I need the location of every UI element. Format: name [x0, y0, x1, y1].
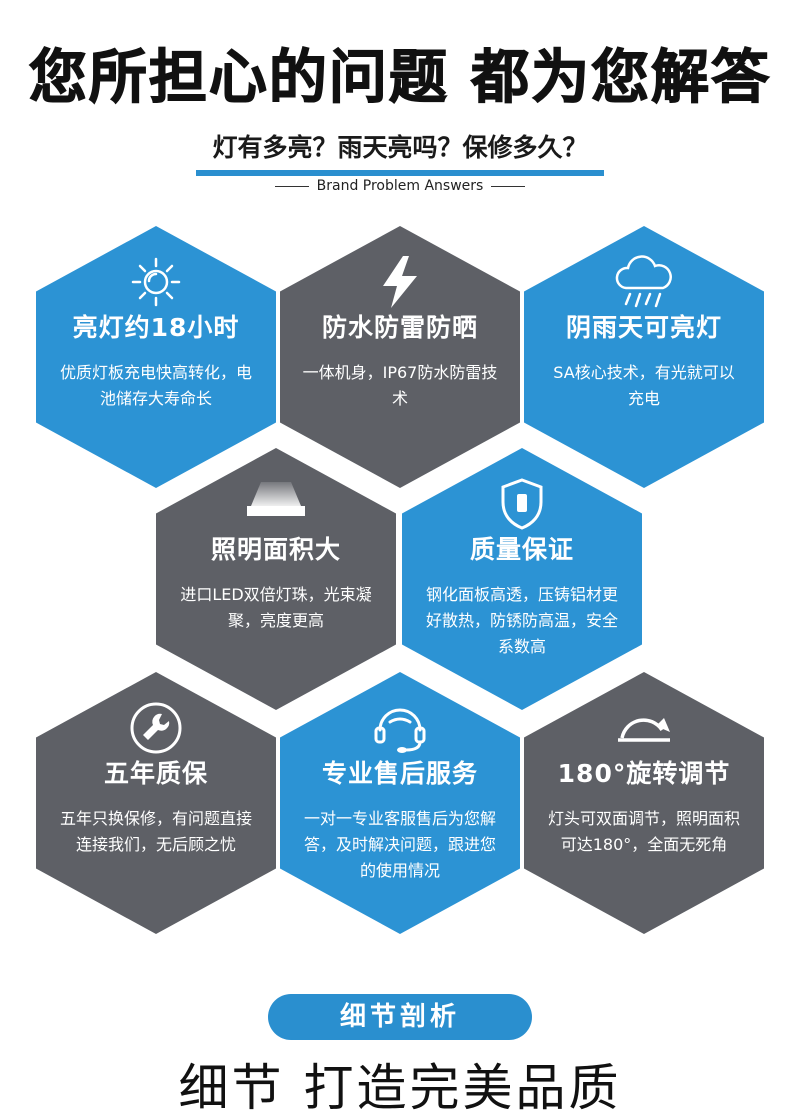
shield-icon: [402, 476, 642, 530]
hex-title: 180°旋转调节: [557, 759, 731, 788]
right-dash: [491, 185, 526, 187]
lamp-icon: [156, 476, 396, 526]
headline: 您所担心的问题 都为您解答: [28, 42, 772, 111]
hex-description: 一对一专业客服售后为您解答，及时解决问题，跟进您的使用情况: [303, 809, 496, 880]
left-dash: [274, 185, 309, 187]
hex-title: 质量保证: [469, 535, 574, 564]
hex-feature-after-sales: 专业售后服务 一对一专业客服售后为您解答，及时解决问题，跟进您的使用情况: [280, 672, 520, 934]
hex-description: 一体机身，IP67防水防雷技术: [302, 363, 498, 408]
hex-title: 专业售后服务: [321, 759, 478, 788]
hex-feature-lighting-hours: 亮灯约18小时 优质灯板充电快高转化，电池储存大寿命长: [36, 226, 276, 488]
hex-description: 钢化面板高透，压铸铝材更好散热，防锈防高温，安全系数高: [425, 585, 618, 656]
section-pill: 细节剖析: [268, 994, 532, 1040]
sun-icon: [36, 254, 276, 307]
footer-tagline: 细节 打造完美品质: [178, 1059, 622, 1117]
lightning-icon: [280, 254, 520, 308]
hex-feature-waterproof: 防水防雷防晒 一体机身，IP67防水防雷技术: [280, 226, 520, 488]
brand-caption: Brand Problem Answers: [0, 178, 800, 194]
rain-cloud-icon: [524, 254, 764, 308]
hex-description: 优质灯板充电快高转化，电池储存大寿命长: [59, 363, 252, 408]
subheadline-underline: [196, 170, 604, 176]
brand-text: Brand Problem Answers: [316, 178, 484, 194]
hex-title: 亮灯约18小时: [72, 313, 240, 342]
hex-feature-quality: 质量保证 钢化面板高透，压铸铝材更好散热，防锈防高温，安全系数高: [402, 448, 642, 710]
hex-title: 阴雨天可亮灯: [565, 313, 722, 342]
wrench-icon: [36, 700, 276, 754]
subheadline: 灯有多亮？雨天亮吗？保修多久？: [212, 133, 588, 162]
hex-feature-rotation: 180°旋转调节 灯头可双面调节，照明面积可达180°，全面无死角: [524, 672, 764, 934]
hex-title: 照明面积大: [210, 535, 341, 564]
hex-title: 五年质保: [103, 759, 208, 788]
hex-description: 进口LED双倍灯珠，光束凝聚，亮度更高: [180, 585, 372, 630]
headset-icon: [280, 700, 520, 753]
hex-description: 五年只换保修，有问题直接连接我们，无后顾之忧: [59, 809, 252, 854]
hex-feature-rainy-day: 阴雨天可亮灯 SA核心技术，有光就可以充电: [524, 226, 764, 488]
hex-feature-warranty: 五年质保 五年只换保修，有问题直接连接我们，无后顾之忧: [36, 672, 276, 934]
hex-feature-lighting-area: 照明面积大 进口LED双倍灯珠，光束凝聚，亮度更高: [156, 448, 396, 710]
hex-title: 防水防雷防晒: [321, 313, 478, 342]
rotate-arrow-icon: [524, 700, 764, 750]
hex-description: SA核心技术，有光就可以充电: [553, 363, 735, 408]
hex-description: 灯头可双面调节，照明面积可达180°，全面无死角: [547, 809, 740, 854]
